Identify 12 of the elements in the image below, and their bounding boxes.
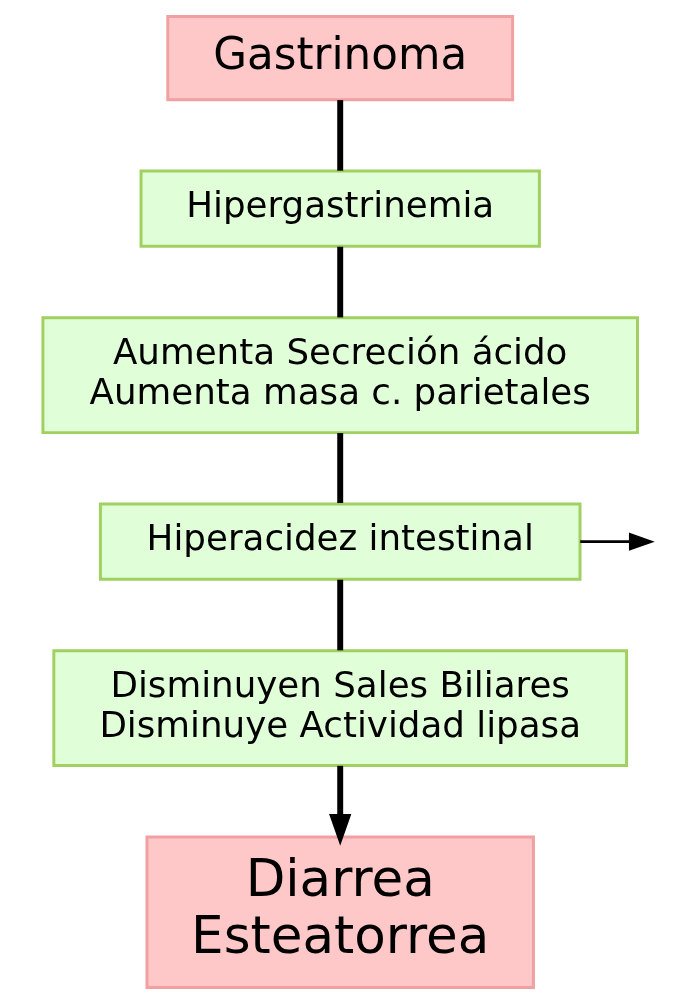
node-box: Aumenta Secreción ácido Aumenta masa c. parietales (40, 316, 639, 435)
connector (336, 100, 343, 171)
node-box: Diarrea Esteatorrea (145, 835, 535, 990)
connector (336, 579, 343, 651)
arrow (328, 765, 351, 846)
node-box: Disminuyen Sales Biliares Disminuye Actividad lipasa (51, 649, 628, 768)
node-box: Hiperacidez intestinal (98, 502, 581, 581)
connector (336, 433, 343, 503)
node-box: Hipergastrinemia (139, 169, 541, 248)
connector (336, 246, 343, 318)
node-box: Gastrinoma (165, 14, 514, 102)
arrow (579, 532, 655, 551)
